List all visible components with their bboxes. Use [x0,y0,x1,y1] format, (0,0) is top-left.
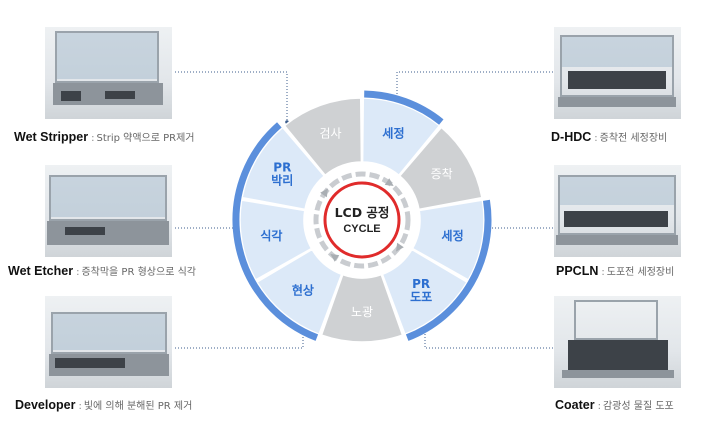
developer-photo [45,296,172,388]
wet-etcher-photo [45,165,172,257]
connector-d-hdc [396,71,553,112]
accent-arcs [232,90,492,341]
cycle-arrow-icon [320,188,328,198]
segment-deposit [398,126,483,211]
developer-label: Developer:빛에 의해 분해된 PR 제거 [15,397,192,412]
segment-label-develop: 현상 [292,282,314,297]
segment-inspect [283,97,363,177]
cycle-arrow-icon [384,178,394,186]
wet-stripper-photo [45,27,172,119]
coater-photo [554,296,681,388]
segment-etch [239,199,313,281]
segment-pr-strip [241,126,326,211]
segment-label-expose: 노광 [351,305,373,319]
accent-arc [364,90,444,125]
equipment-name: Coater [555,398,595,412]
segment-label-wash1: 세정 [382,126,404,141]
ppcln-label: PPCLN:도포전 세정장비 [556,263,674,278]
coater-label: Coater:감광성 물질 도포 [555,397,674,412]
equipment-desc: 빛에 의해 분해된 PR 제거 [83,401,193,412]
equipment-desc: Strip 약액으로 PR제거 [96,133,195,144]
separator: : [597,401,601,412]
segment-wash1 [361,97,441,177]
equipment-desc: 감광성 물질 도포 [602,401,674,412]
separator: : [601,267,605,278]
d-hdc-label: D-HDC:증착전 세정장비 [551,129,667,144]
segment-label-wash2: 세정 [442,228,464,243]
accent-arc [232,122,319,341]
segment-develop [255,248,343,336]
cycle-arrow-icon [396,242,404,252]
segment-label-etch: 식각 [260,228,282,243]
separator: : [594,133,598,144]
accent-arc [405,199,492,341]
equipment-desc: 증착막을 PR 형상으로 식각 [81,267,196,278]
center-hub: LCD 공정 CYCLE [306,164,418,276]
equipment-desc: 증착전 세정장비 [599,133,668,144]
equipment-name: PPCLN [556,264,599,278]
hub-red-ring [323,181,401,259]
wet-stripper-label: Wet Stripper:Strip 약액으로 PR제거 [14,129,195,144]
separator: : [76,267,80,278]
center-title: LCD 공정 [335,205,390,220]
segment-label-inspect: 검사 [319,127,341,141]
equipment-desc: 도포전 세정장비 [606,267,675,278]
segment-expose [320,273,404,343]
separator: : [78,401,82,412]
segment-wash2 [411,199,485,281]
equipment-name: Developer [15,398,76,412]
segment-pr-coat [381,248,469,336]
center-subtitle: CYCLE [343,223,380,235]
hub-cycle-ring [313,171,411,269]
cycle-arrow-icon [330,254,340,262]
segment-label-deposit: 증착 [431,167,453,181]
equipment-name: Wet Stripper [14,130,89,144]
wet-etcher-label: Wet Etcher:증착막을 PR 형상으로 식각 [8,263,196,278]
equipment-name: D-HDC [551,130,592,144]
equipment-name: Wet Etcher [8,264,74,278]
connector-coater [424,312,553,349]
separator: : [91,133,95,144]
ppcln-photo [554,165,681,257]
d-hdc-photo [554,27,681,119]
connector-wet-stripper [175,71,288,122]
process-ring [239,97,485,343]
